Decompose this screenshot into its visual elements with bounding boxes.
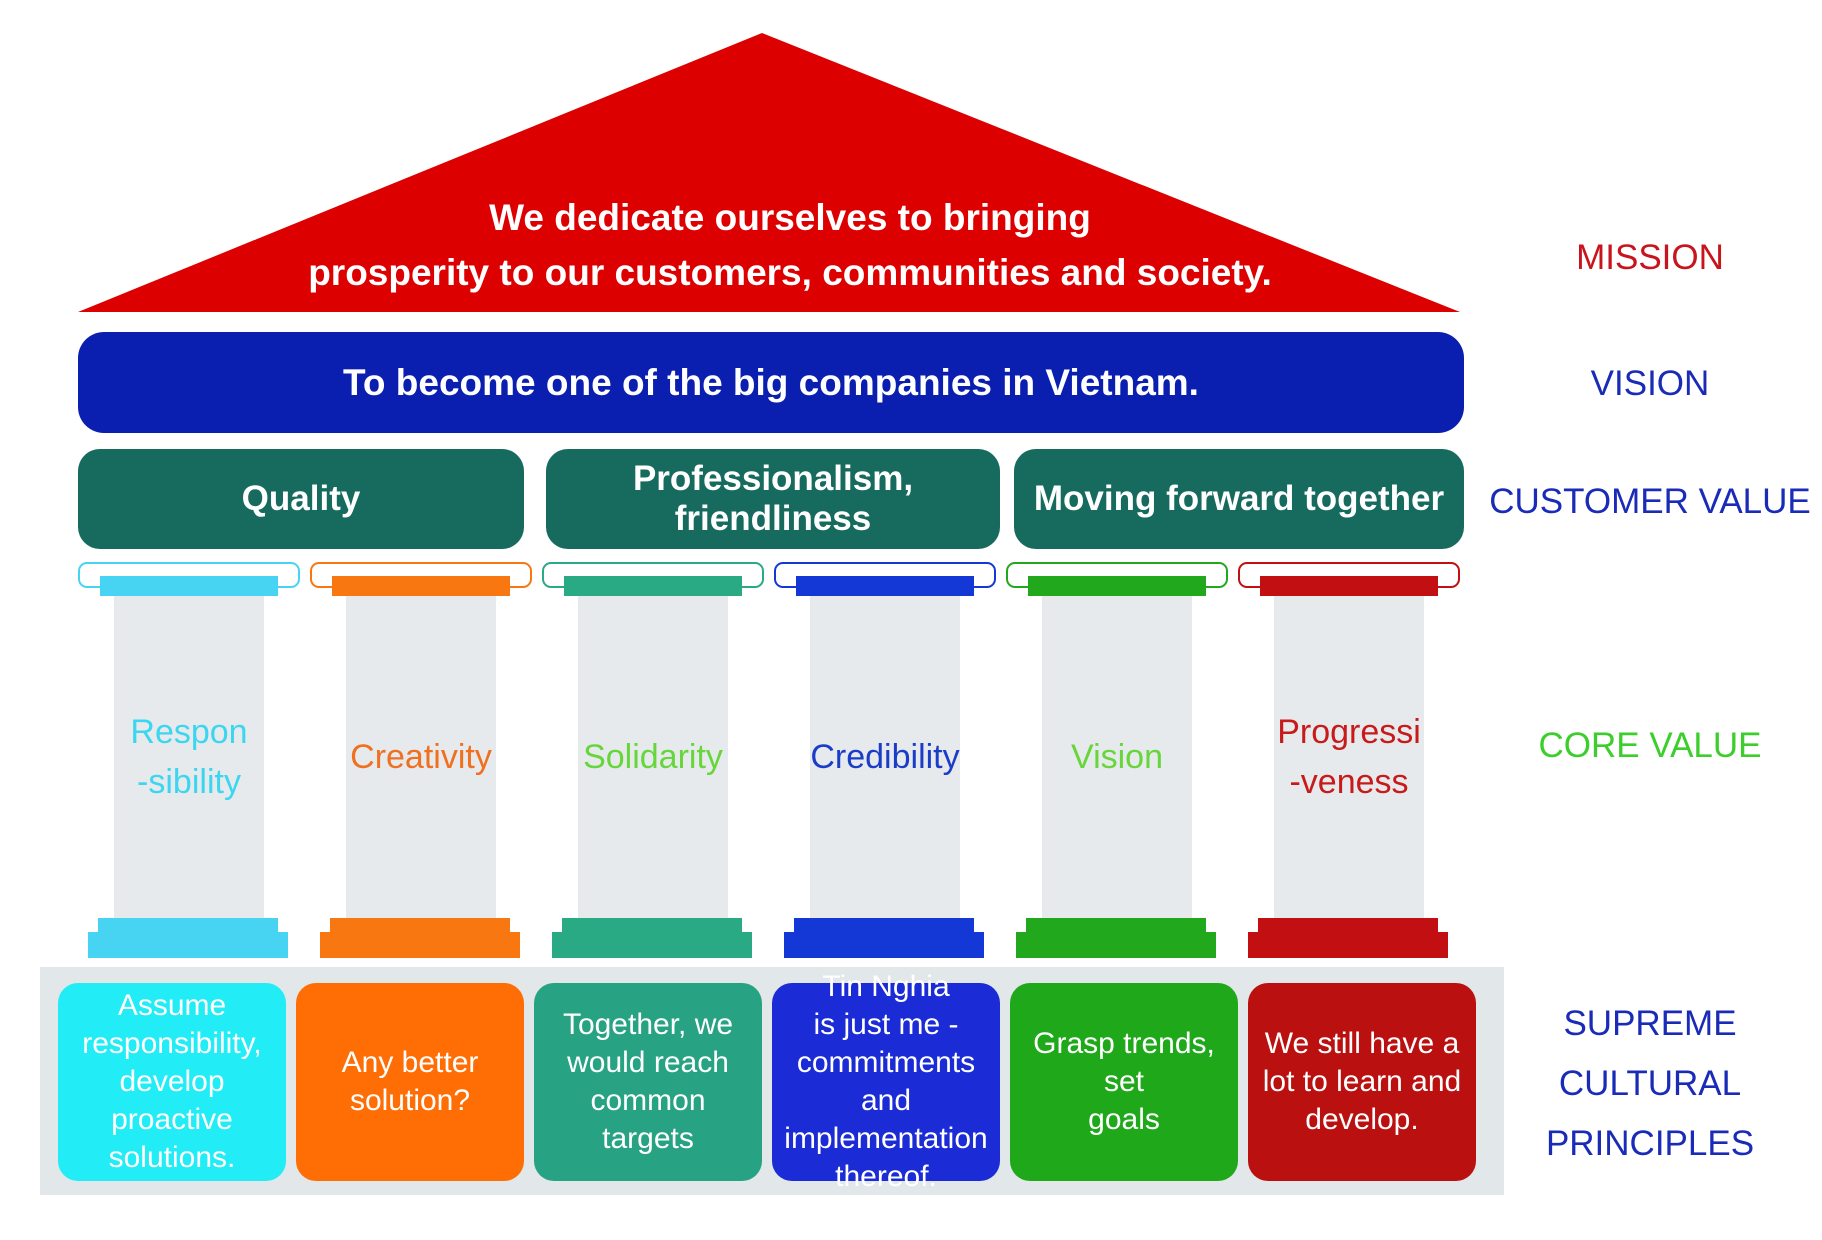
core-value-line-1: Vision: [1071, 738, 1163, 776]
label-principles-line: SUPREME: [1563, 1004, 1737, 1043]
principle-line: Grasp trends, set: [1033, 1027, 1215, 1098]
principle-line: solutions.: [108, 1141, 236, 1174]
pillar-capital: [564, 576, 742, 596]
pillar-base: [88, 932, 288, 958]
core-value-line-1: Creativity: [350, 738, 492, 776]
core-value-line-1: Progressi: [1277, 713, 1421, 751]
pillar-capital: [796, 576, 974, 596]
principle-line: Any better: [341, 1046, 479, 1079]
label-mission: MISSION: [1576, 238, 1724, 277]
core-value-line-1: Solidarity: [583, 738, 723, 776]
principle-line: We still have a: [1264, 1027, 1460, 1060]
principle-credibility: Tin Nghia is just me - commitments and i…: [772, 970, 1000, 1193]
principle-line: commitments and: [796, 1046, 976, 1117]
principle-line: Together, we: [562, 1008, 734, 1041]
principle-line: lot to learn and: [1262, 1065, 1462, 1098]
label-vision: VISION: [1590, 364, 1710, 403]
core-value-creativity: Creativity: [346, 596, 496, 918]
principle-line: implementation: [784, 1122, 988, 1155]
pillar-capital: [332, 576, 510, 596]
pillar-base-top: [330, 918, 510, 932]
customer-value-quality: Quality: [78, 449, 524, 549]
core-value-credibility: Credibility: [810, 596, 960, 918]
label-principles-line: PRINCIPLES: [1545, 1124, 1755, 1163]
principle-line: develop.: [1305, 1103, 1419, 1136]
pillar-capital: [100, 576, 278, 596]
vision-statement: To become one of the big companies in Vi…: [78, 332, 1464, 433]
core-value-vision: Vision: [1042, 596, 1192, 918]
principle-line: develop proactive: [111, 1065, 233, 1136]
pillar-base-top: [562, 918, 742, 932]
principle-line: Assume: [117, 989, 227, 1022]
customer-value-moving-forward: Moving forward together: [1014, 449, 1464, 549]
mission-statement: We dedicate ourselves to bringing prospe…: [200, 185, 1380, 305]
principle-line: responsibility,: [82, 1027, 262, 1060]
pillar-base: [1016, 932, 1216, 958]
principle-line: is just me -: [813, 1008, 959, 1041]
pillar-base: [784, 932, 984, 958]
pillar-base-top: [794, 918, 974, 932]
principle-line: thereof.: [835, 1160, 937, 1193]
pillar-base: [1248, 932, 1448, 958]
core-value-line-2: -veness: [1289, 763, 1409, 801]
principle-vision: Grasp trends, set goals: [1010, 983, 1238, 1181]
pillar-capital: [1260, 576, 1438, 596]
core-value-progressiveness: Progressi -veness: [1274, 596, 1424, 918]
principle-line: common targets: [590, 1084, 706, 1155]
mission-line-2: prosperity to our customers, communities…: [308, 252, 1272, 293]
core-value-responsibility: Respon -sibility: [114, 596, 264, 918]
principle-line: goals: [1088, 1103, 1160, 1136]
core-value-line-2: -sibility: [137, 763, 241, 801]
core-value-line-1: Credibility: [810, 738, 960, 776]
label-principles-line: CULTURAL: [1558, 1064, 1742, 1103]
principle-responsibility: Assume responsibility, develop proactive…: [58, 983, 286, 1181]
pillar-base: [552, 932, 752, 958]
principle-line: Tin Nghia: [822, 970, 950, 1003]
core-value-line-1: Respon: [130, 713, 248, 751]
label-customer-value: CUSTOMER VALUE: [1489, 482, 1811, 521]
core-value-solidarity: Solidarity: [578, 596, 728, 918]
principle-progressiveness: We still have a lot to learn and develop…: [1248, 983, 1476, 1181]
pillar-capital: [1028, 576, 1206, 596]
label-core-value: CORE VALUE: [1538, 726, 1762, 765]
roof-triangle: [78, 33, 1460, 312]
pillar-base: [320, 932, 520, 958]
pillar-base-top: [1026, 918, 1206, 932]
mission-line-1: We dedicate ourselves to bringing: [489, 197, 1091, 238]
principle-line: would reach: [567, 1046, 729, 1079]
customer-value-professionalism: Professionalism, friendliness: [546, 449, 1000, 549]
pillar-base-top: [1258, 918, 1438, 932]
pillar-base-top: [98, 918, 278, 932]
principle-line: solution?: [349, 1084, 471, 1117]
label-supreme-cultural-principles: SUPREME CULTURAL PRINCIPLES: [1480, 994, 1820, 1174]
principle-creativity: Any better solution?: [296, 983, 524, 1181]
principle-solidarity: Together, we would reach common targets: [534, 983, 762, 1181]
